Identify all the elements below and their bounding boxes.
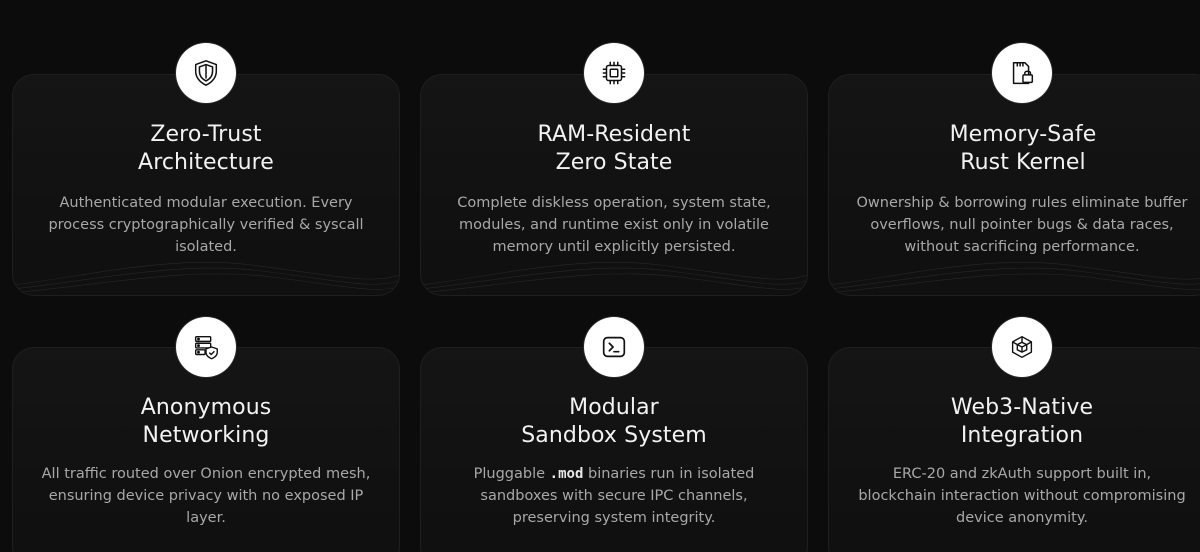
feature-title: RAM-Resident Zero State [537, 122, 691, 175]
feature-card-memory-safe: Memory-Safe Rust Kernel Ownership & borr… [828, 74, 1200, 296]
desc-text: binaries run in isolated sandboxes with … [480, 466, 755, 526]
feature-card-web3-native: Web3-Native Integration ERC-20 and zkAut… [828, 347, 1200, 552]
feature-description: Complete diskless operation, system stat… [457, 195, 771, 255]
feature-title: Memory-Safe Rust Kernel [949, 122, 1097, 175]
feature-description: Pluggable .mod binaries run in isolated … [445, 463, 783, 529]
wave-decoration [829, 261, 1200, 294]
memory-lock-icon [992, 43, 1052, 103]
cube-network-icon [992, 317, 1052, 377]
shield-icon [176, 43, 236, 103]
feature-card-modular-sandbox: Modular Sandbox System Pluggable .mod bi… [420, 347, 808, 552]
terminal-icon [584, 317, 644, 377]
desc-text: Pluggable [473, 466, 550, 482]
feature-title: Zero-Trust Architecture [138, 122, 274, 175]
chip-icon [584, 43, 644, 103]
feature-title: Modular Sandbox System [521, 395, 707, 448]
feature-card-anonymous-networking: Anonymous Networking All traffic routed … [12, 347, 400, 552]
feature-title: Web3-Native Integration [950, 395, 1094, 448]
wave-decoration [421, 261, 807, 294]
feature-description: Ownership & borrowing rules eliminate bu… [856, 195, 1188, 255]
feature-description: ERC-20 and zkAuth support built in, bloc… [858, 466, 1186, 526]
feature-card-zero-trust: Zero-Trust Architecture Authenticated mo… [12, 74, 400, 296]
feature-description: Authenticated modular execution. Every p… [48, 195, 364, 255]
feature-description: All traffic routed over Onion encrypted … [41, 466, 371, 526]
wave-decoration [13, 261, 399, 294]
server-shield-icon [176, 317, 236, 377]
code-snippet: .mod [549, 466, 584, 482]
feature-card-ram-resident: RAM-Resident Zero State Complete diskles… [420, 74, 808, 296]
feature-title: Anonymous Networking [140, 395, 272, 448]
